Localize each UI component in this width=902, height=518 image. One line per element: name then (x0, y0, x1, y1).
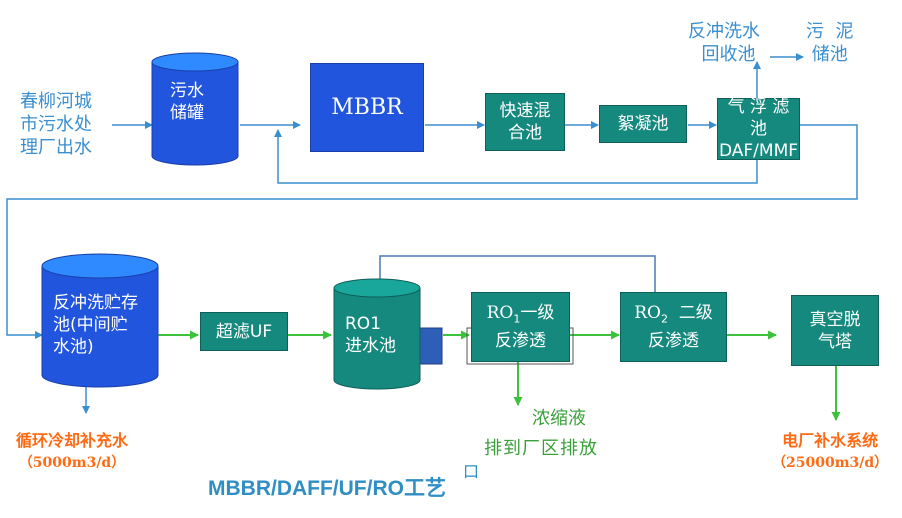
sludge-tank-label: 污 泥 储池 (806, 20, 853, 66)
degasser-box: 真空脱 气塔 (791, 295, 879, 366)
process-title-text: MBBR/DAFF/UF/RO工艺 (208, 477, 446, 500)
sewage-tank-label: 污水 储罐 (170, 80, 204, 124)
concentrate-label: 浓缩液 排到厂区排放 (484, 404, 598, 464)
sewage-tank-cylinder (151, 52, 239, 166)
ro1-line-2: 反渗透 (495, 331, 546, 352)
process-title-mark-text: 口 (463, 462, 480, 481)
ro2-line-1: RO2 二级 (634, 302, 713, 330)
ro2-subscript: 2 (660, 312, 668, 326)
uf-label: 超滤UF (215, 321, 273, 342)
cooling-label: 循环冷却补充水 (16, 431, 129, 450)
process-title-mark: 口 (463, 458, 479, 482)
backwash-storage-cylinder (41, 253, 159, 388)
mbbr-box: MBBR (310, 63, 424, 152)
degasser-line-2: 气塔 (818, 331, 852, 352)
cooling-flow: （5000m3/d） (18, 455, 126, 471)
ro2-box: RO2 二级 反渗透 (620, 292, 727, 362)
ro2-line-2: 反渗透 (648, 331, 699, 352)
ro1-inlet-label: RO1 进水池 (345, 313, 396, 357)
ro1-subscript: 1 (513, 312, 521, 326)
daf-box: 气 浮 滤 池 DAF/MMF (717, 97, 800, 161)
ro1-suffix: 一级 (520, 302, 555, 323)
ro1-inlet-cylinder (333, 278, 443, 390)
backwash-recovery-line-2: 回收池 (701, 44, 756, 65)
source-line-2: 市污水处 (20, 114, 92, 135)
backwash-storage-line-2: 池(中间贮 (53, 315, 128, 335)
sludge-line-2: 储池 (811, 44, 848, 65)
ro1-box: RO1一级 反渗透 (471, 292, 570, 362)
ro1-line-1: RO1一级 (487, 302, 555, 330)
daf-line-1: 气 浮 滤 池 (727, 97, 790, 139)
concentrate-line-1: 浓缩液 (532, 408, 586, 429)
ro2-recycle-line (376, 255, 656, 292)
ro2-suffix: 二级 (667, 302, 713, 323)
source-label: 春柳河城 市污水处 理厂出水 (20, 90, 92, 159)
source-line-1: 春柳河城 (20, 91, 92, 112)
cooling-output-label: 循环冷却补充水 （5000m3/d） (16, 430, 128, 474)
ro1-inlet-line-2: 进水池 (345, 336, 396, 356)
ro2-prefix: RO (634, 302, 661, 323)
sewage-tank-line-2: 储罐 (170, 103, 204, 123)
uf-box: 超滤UF (200, 312, 288, 351)
power-label: 电厂补水系统 (782, 431, 879, 450)
ro1-inlet-line-1: RO1 (345, 314, 382, 334)
rapid-mix-box: 快速混 合池 (485, 93, 565, 151)
sewage-tank-line-1: 污水 (170, 81, 204, 101)
backwash-recovery-line-1: 反冲洗水 (688, 21, 760, 42)
process-title: MBBR/DAFF/UF/RO工艺 (208, 472, 446, 502)
backwash-recovery-label: 反冲洗水 回收池 (688, 20, 760, 66)
concentrate-line-2: 排到厂区排放 (484, 438, 598, 459)
rapid-mix-line-2: 合池 (508, 123, 542, 143)
backwash-storage-line-3: 水池) (53, 337, 94, 357)
ro1-prefix: RO (486, 302, 514, 323)
recycle-loop-line (274, 129, 758, 184)
power-output-label: 电厂补水系统 （25000m3/d） (772, 430, 888, 474)
flocculation-label: 絮凝池 (617, 114, 669, 134)
backwash-storage-line-1: 反冲洗贮存 (53, 293, 138, 313)
daf-line-2: DAF/MMF (718, 141, 799, 161)
mbbr-label: MBBR (331, 95, 403, 120)
backwash-storage-label: 反冲洗贮存 池(中间贮 水池) (53, 292, 138, 358)
rapid-mix-line-1: 快速混 (499, 101, 551, 121)
flocculation-box: 絮凝池 (599, 105, 687, 143)
sludge-line-1: 污 泥 (806, 21, 854, 42)
power-flow: （25000m3/d） (772, 455, 889, 471)
source-line-3: 理厂出水 (20, 137, 92, 158)
degasser-line-1: 真空脱 (809, 309, 861, 330)
main-transfer-line (6, 124, 858, 339)
